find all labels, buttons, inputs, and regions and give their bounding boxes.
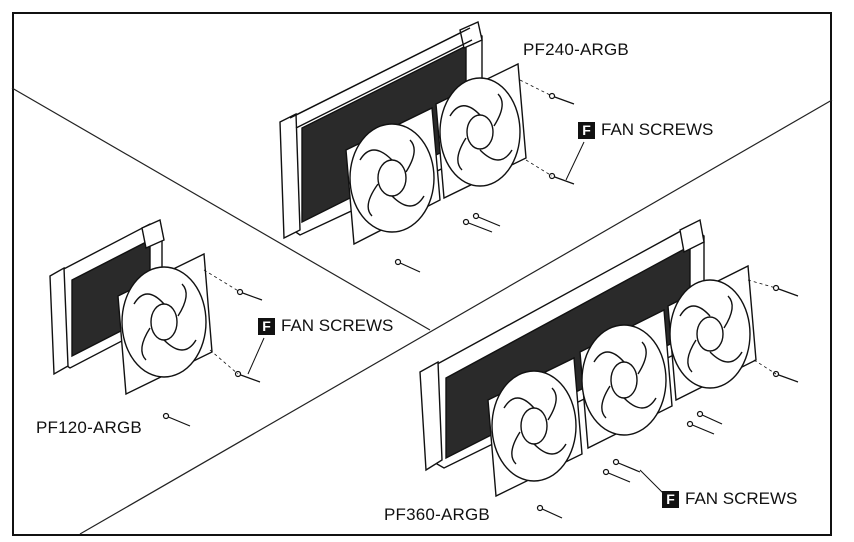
pf360-screws: [536, 284, 799, 519]
pf120-tag-badge: F: [258, 317, 275, 335]
pf360-fan-screws-tag: F FAN SCREWS: [662, 489, 797, 509]
pf120-assembly: [49, 219, 265, 427]
pf240-tag-text: FAN SCREWS: [601, 120, 714, 139]
section-dividers: [11, 87, 833, 535]
pf360-tag-text: FAN SCREWS: [685, 489, 798, 508]
pf120-fan-screws-tag: F FAN SCREWS: [258, 316, 393, 336]
pf120-model-label: PF120-ARGB: [36, 418, 142, 437]
diagram-frame: [12, 12, 832, 536]
pf240-model-label: PF240-ARGB: [523, 40, 629, 59]
pf120-tag-text: FAN SCREWS: [281, 316, 394, 335]
pf240-assembly: [279, 21, 585, 273]
pf240-screws: [394, 92, 575, 273]
pf360-model-label: PF360-ARGB: [384, 505, 490, 524]
pf240-fan-2: [435, 62, 527, 200]
pf360-fan-3: [667, 264, 757, 402]
pf360-fan-2: [579, 308, 673, 450]
pf240-tag-badge: F: [578, 121, 595, 139]
pf360-fan-1: [487, 356, 583, 498]
pf360-assembly: [419, 218, 799, 519]
pf240-fan-1: [345, 106, 441, 246]
pf360-tag-badge: F: [662, 490, 679, 508]
pf120-fan: [117, 252, 213, 396]
pf240-fan-screws-tag: F FAN SCREWS: [578, 120, 713, 140]
